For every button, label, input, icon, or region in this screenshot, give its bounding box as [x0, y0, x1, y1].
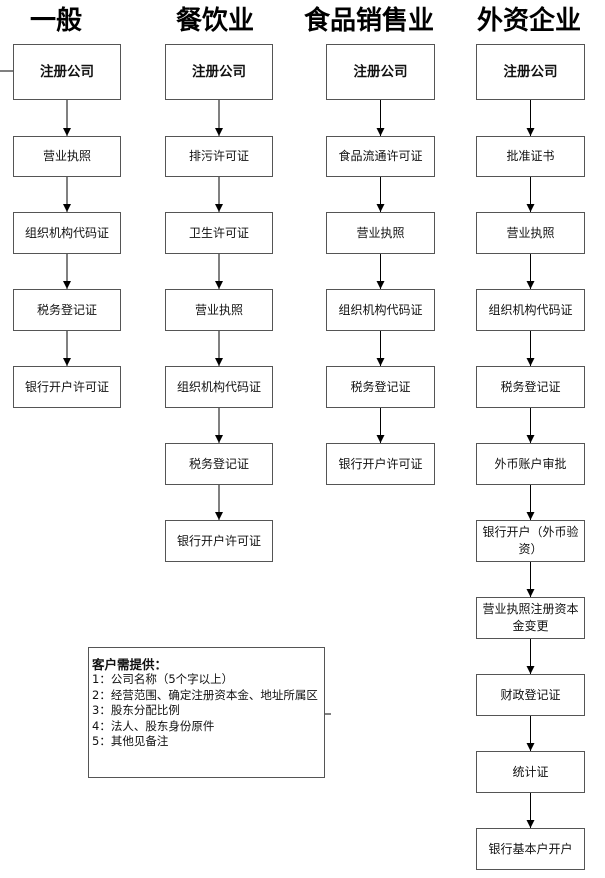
note-item: 5：其他见备注 [92, 734, 169, 748]
heading-general: 一般 [30, 6, 83, 36]
step-bank-account-permit[interactable]: 银行开户许可证 [326, 443, 435, 485]
step-tax-registration[interactable]: 税务登记证 [326, 366, 435, 408]
note-item: 4：法人、股东身份原件 [92, 718, 215, 733]
heading-catering: 餐饮业 [176, 6, 255, 36]
step-pollution-permit[interactable]: 排污许可证 [165, 136, 273, 177]
heading-food-retail: 食品销售业 [304, 6, 435, 36]
step-business-license[interactable]: 营业执照 [165, 289, 273, 331]
step-register-company[interactable]: 注册公司 [165, 44, 273, 100]
step-registered-capital-change[interactable]: 营业执照注册资本金变更 [476, 597, 585, 639]
step-org-code-cert[interactable]: 组织机构代码证 [165, 366, 273, 408]
step-basic-bank-account[interactable]: 银行基本户开户 [476, 828, 585, 870]
step-finance-registration[interactable]: 财政登记证 [476, 674, 585, 716]
step-register-company[interactable]: 注册公司 [476, 44, 585, 100]
step-bank-account-permit[interactable]: 银行开户许可证 [165, 520, 273, 562]
step-register-company[interactable]: 注册公司 [13, 44, 121, 100]
note-title: 客户需提供： [92, 657, 168, 672]
step-org-code-cert[interactable]: 组织机构代码证 [476, 289, 585, 331]
step-fx-account-approval[interactable]: 外币账户审批 [476, 443, 585, 485]
note-item: 1：公司名称（5个字以上） [92, 672, 234, 686]
step-bank-account-fx-capital-verification[interactable]: 银行开户（外币验资） [476, 520, 585, 562]
note-item: 2：经营范围、确定注册资本金、地址所属区 [92, 687, 318, 702]
step-tax-registration[interactable]: 税务登记证 [13, 289, 121, 331]
step-food-circulation-permit[interactable]: 食品流通许可证 [326, 136, 435, 177]
step-business-license[interactable]: 营业执照 [476, 212, 585, 254]
step-statistics-cert[interactable]: 统计证 [476, 751, 585, 793]
step-business-license[interactable]: 营业执照 [326, 212, 435, 254]
step-org-code-cert[interactable]: 组织机构代码证 [326, 289, 435, 331]
step-tax-registration[interactable]: 税务登记证 [165, 443, 273, 485]
step-org-code-cert[interactable]: 组织机构代码证 [13, 212, 121, 254]
step-bank-account-permit[interactable]: 银行开户许可证 [13, 366, 121, 408]
step-approval-certificate[interactable]: 批准证书 [476, 136, 585, 177]
step-business-license[interactable]: 营业执照 [13, 136, 121, 177]
note-item: 3：股东分配比例 [92, 703, 180, 717]
step-health-permit[interactable]: 卫生许可证 [165, 212, 273, 254]
client-requirements-note: 客户需提供： 1：公司名称（5个字以上） 2：经营范围、确定注册资本金、地址所属… [88, 647, 325, 778]
step-tax-registration[interactable]: 税务登记证 [476, 366, 585, 408]
heading-foreign-firm: 外资企业 [477, 6, 582, 36]
step-register-company[interactable]: 注册公司 [326, 44, 435, 100]
